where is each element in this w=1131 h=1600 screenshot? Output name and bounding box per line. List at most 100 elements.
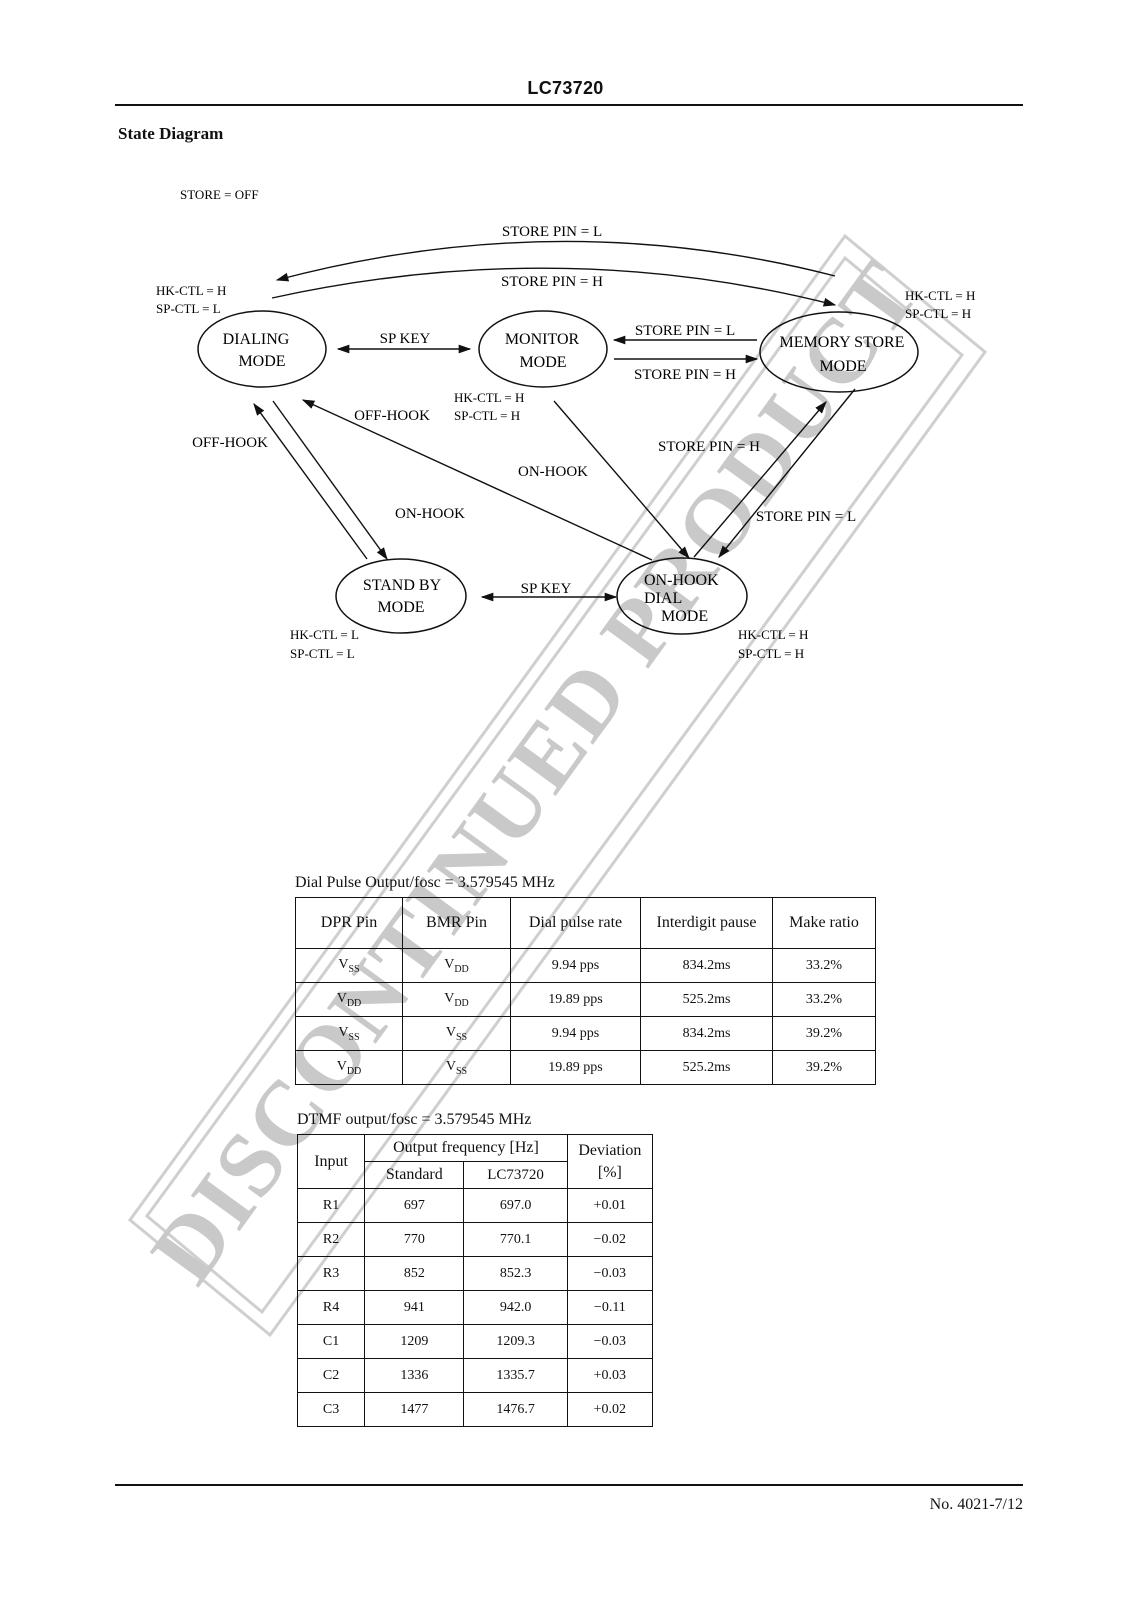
dialing-sp-ctl: SP-CTL = L xyxy=(156,301,221,316)
standard-frequency-cell: 697 xyxy=(364,1188,465,1223)
state-label: MONITOR xyxy=(505,331,580,348)
arrow-standby-to-dialing xyxy=(253,402,368,560)
dpr-pin-cell: VDD xyxy=(295,982,403,1017)
standby-sp-ctl: SP-CTL = L xyxy=(290,646,355,661)
input-cell: C2 xyxy=(296,1358,366,1393)
onhook-hk-ctl: HK-CTL = H xyxy=(738,627,808,642)
column-header-deviation: Deviation [%] xyxy=(566,1134,654,1189)
arrow-onhook-to-memory xyxy=(693,401,827,558)
onhook-sp-ctl: SP-CTL = H xyxy=(738,646,804,661)
cell-subscript: DD xyxy=(454,997,469,1009)
state-dialing-mode: DIALING MODE xyxy=(197,310,327,388)
transition-label: STORE PIN = L xyxy=(502,224,602,240)
make-ratio-cell: 33.2% xyxy=(772,948,876,983)
input-cell: R1 xyxy=(296,1188,366,1223)
standard-frequency-cell: 770 xyxy=(364,1222,465,1257)
interdigit-pause-cell: 525.2ms xyxy=(640,982,773,1017)
cell-text: V xyxy=(444,956,455,972)
dial-pulse-rate-cell: 9.94 pps xyxy=(510,1016,641,1051)
transition-label: STORE PIN = L xyxy=(756,509,856,525)
input-cell: R2 xyxy=(296,1222,366,1257)
dial-pulse-rate-cell: 19.89 pps xyxy=(510,982,641,1017)
table-header-row: Input Output frequency [Hz] Deviation [%… xyxy=(296,1134,654,1189)
lc73720-frequency-cell: 852.3 xyxy=(463,1256,568,1291)
deviation-label: Deviation xyxy=(578,1141,642,1159)
bmr-pin-cell: VDD xyxy=(402,948,511,983)
transition-label: STORE PIN = H xyxy=(658,439,760,455)
cell-text: V xyxy=(445,1058,456,1074)
input-cell: C3 xyxy=(296,1392,366,1427)
state-label: MODE xyxy=(519,354,566,371)
make-ratio-cell: 39.2% xyxy=(772,1016,876,1051)
lc73720-frequency-cell: 1476.7 xyxy=(463,1392,568,1427)
state-memory-store-mode: MEMORY STORE MODE xyxy=(759,311,919,393)
lc73720-frequency-cell: 697.0 xyxy=(463,1188,568,1223)
transition-label: SP KEY xyxy=(380,331,431,347)
arrow-monitor-to-onhook xyxy=(553,400,690,559)
transition-label: ON-HOOK xyxy=(395,506,465,522)
deviation-cell: +0.01 xyxy=(566,1188,654,1223)
standard-frequency-cell: 1477 xyxy=(364,1392,465,1427)
arrow-memory-to-dialing xyxy=(275,240,836,282)
deviation-cell: +0.03 xyxy=(566,1358,654,1393)
state-label: MODE xyxy=(238,353,285,370)
transition-label: SP KEY xyxy=(521,581,572,597)
interdigit-pause-cell: 525.2ms xyxy=(640,1050,773,1085)
state-label: ON-HOOK xyxy=(644,572,719,589)
cell-text: V xyxy=(336,1058,347,1074)
lc73720-frequency-cell: 1209.3 xyxy=(463,1324,568,1359)
page-number: No. 4021-7/12 xyxy=(929,1496,1023,1513)
dpr-pin-cell: VDD xyxy=(295,1050,403,1085)
monitor-hk-ctl: HK-CTL = H xyxy=(454,390,524,405)
deviation-cell: −0.02 xyxy=(566,1222,654,1257)
column-header-lc73720: LC73720 xyxy=(463,1161,568,1189)
transition-label: OFF-HOOK xyxy=(354,408,430,424)
header-rule xyxy=(115,104,1023,106)
memory-hk-ctl: HK-CTL = H xyxy=(905,288,975,303)
dtmf-table: Input Output frequency [Hz] Deviation [%… xyxy=(296,1134,654,1427)
cell-subscript: SS xyxy=(348,963,360,975)
state-standby-mode: STAND BY MODE xyxy=(335,558,467,634)
state-label: STAND BY xyxy=(363,577,442,594)
state-label: DIAL xyxy=(644,590,682,607)
column-header-output-frequency: Output frequency [Hz] xyxy=(364,1134,568,1162)
input-cell: C1 xyxy=(296,1324,366,1359)
standby-hk-ctl: HK-CTL = L xyxy=(290,627,359,642)
transition-label: ON-HOOK xyxy=(518,464,588,480)
column-header: BMR Pin xyxy=(402,897,511,949)
cell-text: V xyxy=(445,1024,456,1040)
column-header: Interdigit pause xyxy=(640,897,773,949)
make-ratio-cell: 39.2% xyxy=(772,1050,876,1085)
column-header: Dial pulse rate xyxy=(510,897,641,949)
standard-frequency-cell: 1336 xyxy=(364,1358,465,1393)
cell-subscript: DD xyxy=(346,1065,362,1077)
cell-text: V xyxy=(338,956,349,972)
interdigit-pause-cell: 834.2ms xyxy=(640,1016,773,1051)
state-label: DIALING xyxy=(223,331,290,348)
cell-subscript: DD xyxy=(346,997,362,1009)
transition-label: STORE PIN = H xyxy=(634,367,736,383)
input-cell: R3 xyxy=(296,1256,366,1291)
cell-text: V xyxy=(444,990,455,1006)
standard-frequency-cell: 852 xyxy=(364,1256,465,1291)
cell-subscript: SS xyxy=(456,1031,468,1043)
state-label: MODE xyxy=(819,358,866,375)
state-label: MODE xyxy=(661,608,708,625)
state-label: MODE xyxy=(377,599,424,616)
column-header-input: Input xyxy=(296,1134,366,1189)
cell-subscript: SS xyxy=(456,1065,468,1077)
dial-pulse-rate-cell: 9.94 pps xyxy=(510,948,641,983)
transition-label: STORE PIN = L xyxy=(635,323,735,339)
dialing-hk-ctl: HK-CTL = H xyxy=(156,283,226,298)
deviation-cell: −0.03 xyxy=(566,1256,654,1291)
state-monitor-mode: MONITOR MODE xyxy=(478,310,608,388)
dtmf-caption: DTMF output/fosc = 3.579545 MHz xyxy=(297,1111,532,1128)
footer-rule xyxy=(115,1484,1023,1486)
